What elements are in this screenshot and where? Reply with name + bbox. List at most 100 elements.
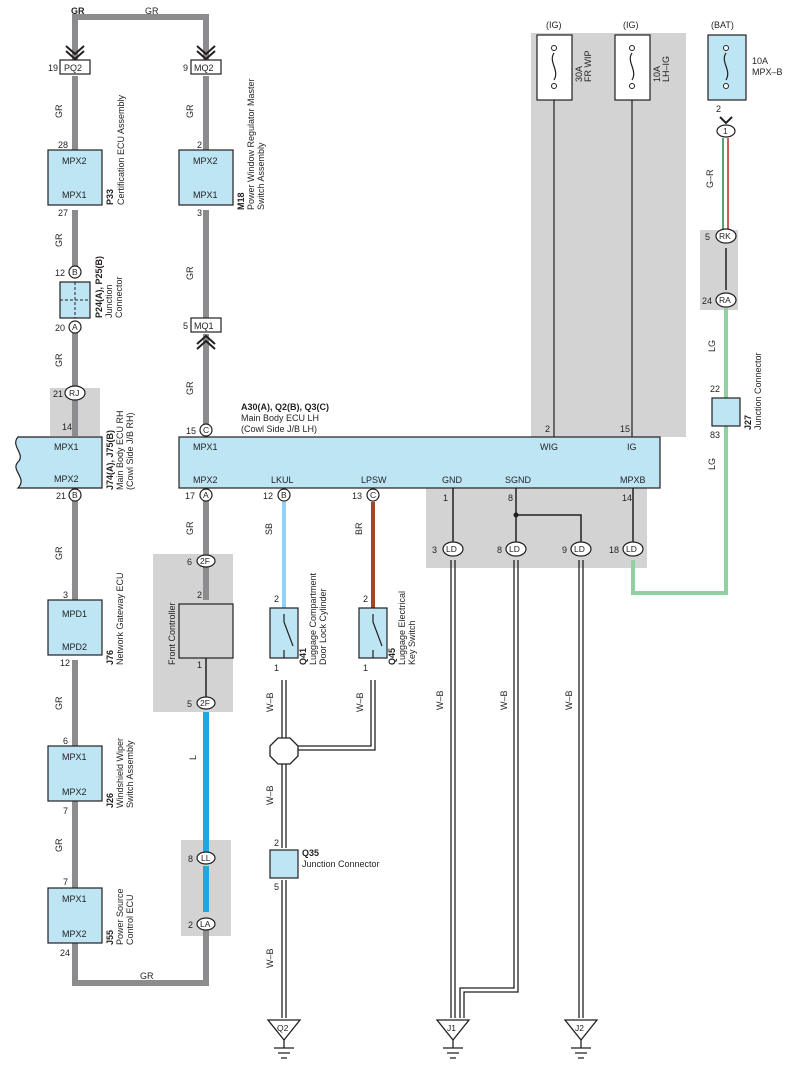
- p24-pin-b: 12: [55, 268, 65, 278]
- main-ecu-conn-c: C: [203, 425, 209, 435]
- gr-wire-top-loop: [72, 14, 209, 60]
- fuse-mpx-b-term2: [723, 83, 729, 89]
- bat-label: (BAT): [711, 20, 734, 30]
- ll-connector: [196, 851, 216, 865]
- la-label: LA: [200, 919, 211, 929]
- br-label: BR: [354, 522, 364, 535]
- f2-label-bottom: 2F: [200, 698, 210, 708]
- splice-octagon: [269, 737, 299, 765]
- m18-ecu: [178, 149, 234, 206]
- q41-name2: Door Lock Cylinder: [318, 588, 328, 665]
- j26-name2: Switch Assembly: [125, 740, 135, 808]
- wb-label-j2: W–B: [564, 690, 574, 710]
- svg-text:8: 8: [497, 545, 502, 555]
- p33-top-pin: 28: [58, 140, 68, 150]
- gr-label-l6: GR: [54, 838, 64, 852]
- p33-name: Certification ECU Assembly: [116, 94, 126, 205]
- p33-mpx2: MPX2: [62, 156, 87, 166]
- fuse-mpx-b-term1: [723, 45, 729, 51]
- conn-c2-label: C: [370, 490, 376, 500]
- c1-connector: [716, 124, 736, 138]
- pq2-label: PQ2: [64, 63, 82, 73]
- ll-pin: 8: [188, 854, 193, 864]
- p24-code: P24(A), P25(B): [94, 256, 104, 318]
- q41-code: Q41: [298, 648, 308, 665]
- p24-name2: Connector: [114, 276, 124, 318]
- pq2-connector-chevron: [65, 45, 85, 61]
- wb-label-q45: W–B: [355, 692, 365, 712]
- mpx2-pin: 17: [185, 491, 195, 501]
- lkul-pin: 12: [263, 491, 273, 501]
- conn-b-label: B: [281, 490, 287, 500]
- j76-code: J76: [105, 650, 115, 665]
- ra-label: RA: [719, 295, 731, 305]
- fuse-lh-ig-symbol: [629, 52, 635, 81]
- sgnd-branch: [516, 514, 582, 543]
- m18-bot-pin: 3: [197, 208, 202, 218]
- lpsw-pin: 13: [352, 491, 362, 501]
- l-label: L: [188, 755, 198, 760]
- wb-label-q41: W–B: [265, 692, 275, 712]
- mq1-connector-chevron: [196, 334, 216, 350]
- main-ecu-mpxb: MPXB: [620, 475, 646, 485]
- j55-ecu: [47, 887, 103, 944]
- j26-top-pin: 6: [63, 736, 68, 746]
- q45-code: Q45: [387, 648, 397, 665]
- j26-name1: Windshield Wiper: [115, 738, 125, 808]
- fuse-lh-ig-name: LH–IG: [661, 56, 671, 82]
- gr-red-label: G–R: [705, 169, 715, 188]
- q45-name2: Key Switch: [407, 620, 417, 665]
- main-ecu-sgnd: SGND: [505, 475, 532, 485]
- j74-mpx2: MPX2: [54, 474, 79, 484]
- svg-text:J1: J1: [447, 1023, 456, 1033]
- j74-code: J74(A), J75(B): [105, 430, 115, 490]
- fuse-fr-wip-term2: [551, 83, 557, 89]
- ld-connectors: 3 LD 8 LD 9 LD 18 LD: [432, 541, 644, 557]
- fuse-mpx-b-symbol: [723, 52, 729, 81]
- rk-pin: 5: [705, 232, 710, 242]
- j74-mpx1: MPX1: [54, 442, 79, 452]
- f2-connector-top: [196, 554, 216, 568]
- ig2-label: (IG): [623, 20, 639, 30]
- svg-text:9: 9: [562, 545, 567, 555]
- gr-label-l1: GR: [54, 104, 64, 118]
- j55-mpx2: MPX2: [62, 929, 87, 939]
- mq1-pin: 5: [183, 321, 188, 331]
- main-ecu-code: A30(A), Q2(B), Q3(C): [241, 402, 329, 412]
- mq2-connector: [190, 59, 222, 75]
- fc-top-pin: 2: [197, 590, 202, 600]
- q45-bot-pin: 1: [363, 663, 368, 673]
- mq2-connector-chevron: [196, 45, 216, 61]
- j76-mpd2: MPD2: [62, 642, 87, 652]
- wb-label-bottom: W–B: [265, 948, 275, 968]
- j76-top-pin: 3: [63, 590, 68, 600]
- rj-connector: [64, 385, 86, 401]
- wb-wires: [281, 560, 584, 1018]
- main-ecu-mpx2: MPX2: [193, 475, 218, 485]
- j55-mpx1: MPX1: [62, 894, 87, 904]
- sgnd-splice: [513, 512, 519, 518]
- gr-label-m2: GR: [185, 266, 195, 280]
- j74-name2: (Cowl Side J/B RH): [125, 412, 135, 490]
- ig1-label: (IG): [546, 20, 562, 30]
- mq2-label: MQ2: [194, 63, 214, 73]
- ll-label: LL: [201, 853, 211, 863]
- m18-name2: Switch Assembly: [256, 142, 266, 210]
- mq2-pin: 9: [183, 63, 188, 73]
- q41-switch-symbol: [283, 614, 294, 658]
- ground-j1: J1: [435, 1019, 471, 1059]
- gr-label-l4: GR: [54, 546, 64, 560]
- svg-text:LD: LD: [446, 544, 457, 554]
- j55-bot-pin: 24: [60, 948, 70, 958]
- j55-top-pin: 7: [63, 877, 68, 887]
- main-ecu-pin-mpx1: 15: [186, 426, 196, 436]
- gr-label-m4: GR: [185, 521, 195, 535]
- j74-pin-bot: 21: [56, 491, 66, 501]
- q35-top-pin: 2: [274, 838, 279, 848]
- p33-mpx1: MPX1: [62, 190, 87, 200]
- main-ecu-conn-c-top: [199, 423, 213, 437]
- c1-label: 1: [723, 126, 728, 136]
- j26-mpx1: MPX1: [62, 752, 87, 762]
- j27-code: J27: [743, 415, 753, 430]
- q45-top-pin: 2: [363, 594, 368, 604]
